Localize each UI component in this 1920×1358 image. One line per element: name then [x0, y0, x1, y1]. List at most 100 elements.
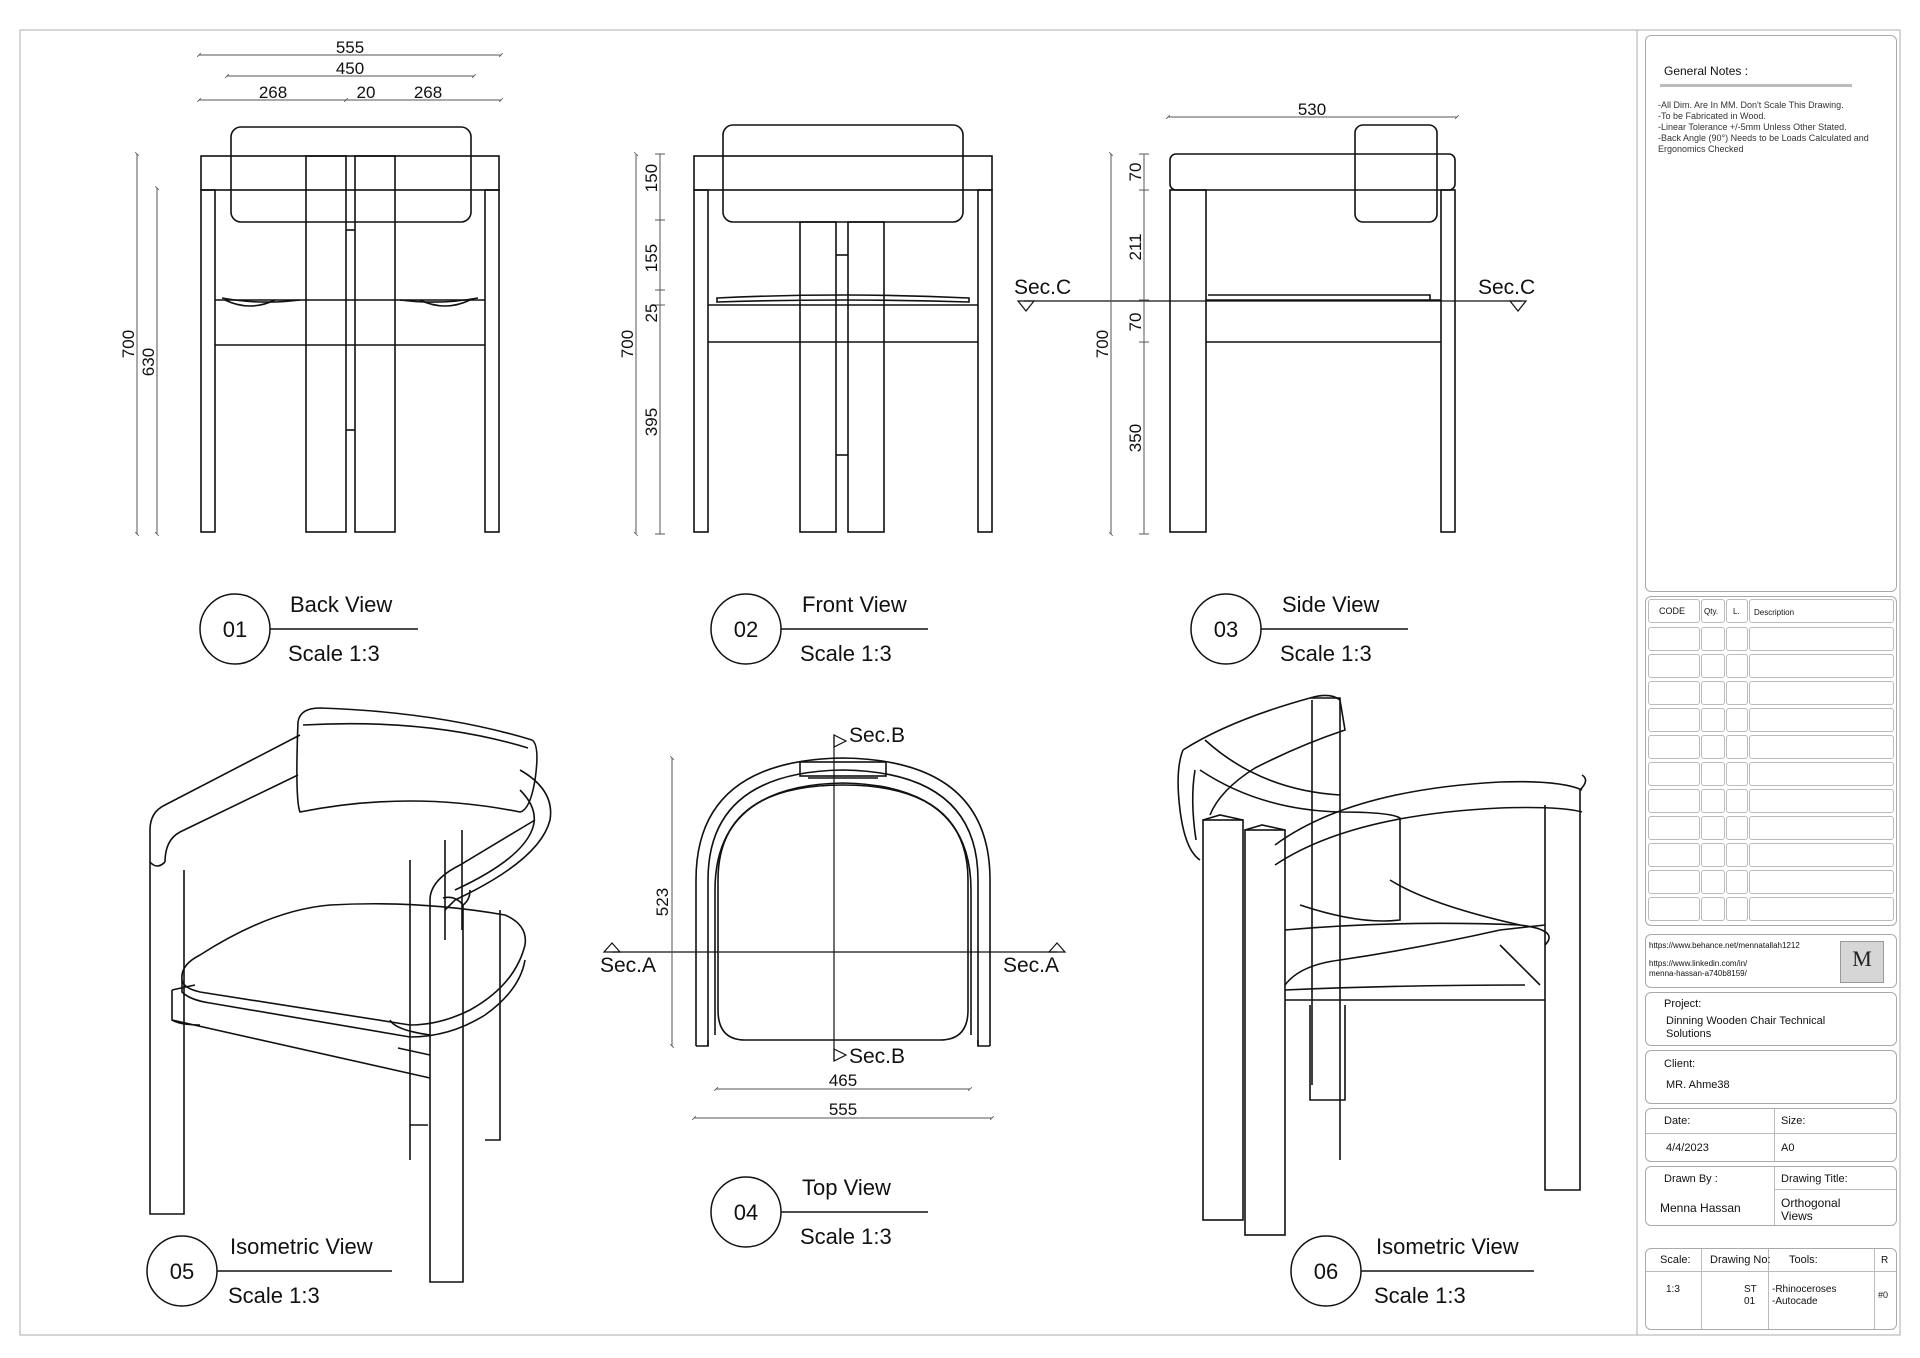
drawing-title-value: Orthogonal Views	[1781, 1196, 1841, 1223]
client-panel: Client: MR. Ahme38	[1645, 1050, 1897, 1104]
scale-hdivider	[1646, 1271, 1896, 1272]
view-label-06: 06 Isometric View Scale 1:3	[1290, 1234, 1534, 1308]
general-notes-title: General Notes :	[1664, 64, 1749, 78]
view-title: Back View	[290, 592, 392, 617]
view-title: Isometric View	[1376, 1234, 1519, 1259]
side-view-drawing	[1169, 124, 1456, 533]
bom-cell	[1648, 816, 1700, 840]
view-scale: Scale 1:3	[1280, 641, 1372, 666]
linkedin-link-1[interactable]: https://www.linkedin.com/in/	[1649, 959, 1748, 968]
client-label: Client:	[1664, 1058, 1696, 1070]
view-title: Isometric View	[230, 1234, 373, 1259]
bom-cell	[1701, 897, 1725, 921]
view-number: 04	[734, 1200, 758, 1225]
bom-cell	[1648, 681, 1700, 705]
section-c-line	[1016, 300, 1528, 312]
section-c-label-right: Sec.C	[1478, 276, 1535, 299]
logo-letter: M	[1852, 946, 1872, 971]
size-label: Size:	[1781, 1115, 1806, 1127]
bom-cell	[1648, 843, 1700, 867]
note-1: -All Dim. Are In MM. Don't Scale This Dr…	[1658, 100, 1844, 110]
drawn-by-hdivider	[1774, 1189, 1896, 1190]
date-size-panel: Date: Size: 4/4/2023 A0	[1645, 1108, 1897, 1162]
drawn-by-panel: Drawn By : Drawing Title: Menna Hassan O…	[1645, 1166, 1897, 1226]
bom-header-description: Description	[1749, 599, 1894, 623]
dim-front-backrest: 150	[642, 164, 661, 192]
linkedin-link-2[interactable]: menna-hassan-a740b8159/	[1649, 969, 1747, 978]
behance-link[interactable]: https://www.behance.net/mennatallah1212	[1649, 941, 1800, 950]
date-size-vdivider	[1774, 1109, 1775, 1161]
bom-cell	[1701, 843, 1725, 867]
scale-vdivider-3	[1874, 1249, 1875, 1329]
bom-header-description-label: Description	[1754, 608, 1795, 617]
dim-back-height: 700	[119, 330, 138, 358]
drawing-no-label: Drawing No:	[1710, 1254, 1771, 1266]
isometric-view-06-drawing	[1177, 694, 1587, 1236]
top-view-dimensions	[669, 755, 995, 1121]
date-label: Date:	[1664, 1115, 1691, 1127]
date-value: 4/4/2023	[1666, 1142, 1709, 1154]
tools-value-1: -Rhinoceroses	[1772, 1284, 1837, 1295]
view-scale: Scale 1:3	[1374, 1283, 1466, 1308]
bom-cell	[1648, 735, 1700, 759]
general-notes-list: -All Dim. Are In MM. Don't Scale This Dr…	[1658, 100, 1890, 155]
project-label: Project:	[1664, 998, 1702, 1010]
bom-header-l-label: L.	[1733, 607, 1740, 616]
bom-cell	[1726, 708, 1748, 732]
view-number: 03	[1214, 617, 1238, 642]
bom-cell	[1648, 627, 1700, 651]
bom-header-qty-label: Qty.	[1704, 607, 1719, 616]
bom-cell	[1648, 762, 1700, 786]
section-a-label-left: Sec.A	[600, 954, 656, 977]
bom-header-code: CODE	[1648, 599, 1700, 623]
drawing-title-label: Drawing Title:	[1781, 1173, 1848, 1185]
bom-cell	[1749, 816, 1894, 840]
date-size-divider	[1646, 1133, 1896, 1134]
dim-top-depth: 523	[653, 888, 672, 916]
bom-cell	[1648, 654, 1700, 678]
dim-front-legs: 395	[642, 408, 661, 436]
bom-header-l: L.	[1726, 599, 1748, 623]
dim-back-gap: 20	[357, 83, 376, 102]
section-b-label-top: Sec.B	[849, 724, 905, 747]
bom-cell	[1749, 708, 1894, 732]
view-scale: Scale 1:3	[228, 1283, 320, 1308]
bom-cell	[1726, 870, 1748, 894]
section-b-label-bottom: Sec.B	[849, 1045, 905, 1068]
bom-cell	[1749, 735, 1894, 759]
view-label-01: 01 Back View Scale 1:3	[199, 592, 418, 666]
bom-cell	[1701, 762, 1725, 786]
note-3: -Linear Tolerance +/-5mm Unless Other St…	[1658, 122, 1847, 132]
bom-cell	[1726, 762, 1748, 786]
bom-cell	[1648, 870, 1700, 894]
sheet-border	[19, 29, 1901, 1336]
tools-label: Tools:	[1789, 1254, 1818, 1266]
dim-front-seat: 25	[642, 304, 661, 323]
view-label-05: 05 Isometric View Scale 1:3	[146, 1234, 392, 1308]
top-view-centerlines	[602, 734, 1067, 1062]
note-4: -Back Angle (90°) Needs to be Loads Calc…	[1658, 133, 1869, 154]
links-panel: https://www.behance.net/mennatallah1212 …	[1645, 934, 1897, 988]
note-2: -To be Fabricated in Wood.	[1658, 111, 1766, 121]
view-scale: Scale 1:3	[288, 641, 380, 666]
front-view-drawing	[693, 124, 993, 533]
dim-back-left-part: 268	[259, 83, 287, 102]
view-number: 02	[734, 617, 758, 642]
top-view-drawing	[695, 757, 991, 1047]
scale-panel: Scale: Drawing No: Tools: R 1:3 ST 01 -R…	[1645, 1248, 1897, 1330]
isometric-view-05-drawing	[149, 707, 552, 1283]
general-notes-panel: General Notes : -All Dim. Are In MM. Don…	[1645, 35, 1897, 592]
section-c-label-left: Sec.C	[1014, 276, 1071, 299]
bom-cell	[1726, 789, 1748, 813]
general-notes-underline	[1660, 84, 1852, 87]
front-view-dimensions	[633, 151, 665, 537]
client-name: MR. Ahme38	[1666, 1079, 1730, 1091]
bom-cell	[1648, 789, 1700, 813]
scale-vdivider-2	[1768, 1249, 1769, 1329]
view-scale: Scale 1:3	[800, 641, 892, 666]
project-name: Dinning Wooden Chair Technical Solutions	[1666, 1015, 1826, 1040]
drawn-by-label: Drawn By :	[1664, 1173, 1718, 1185]
dim-front-mid: 155	[642, 244, 661, 272]
bom-cell	[1701, 708, 1725, 732]
